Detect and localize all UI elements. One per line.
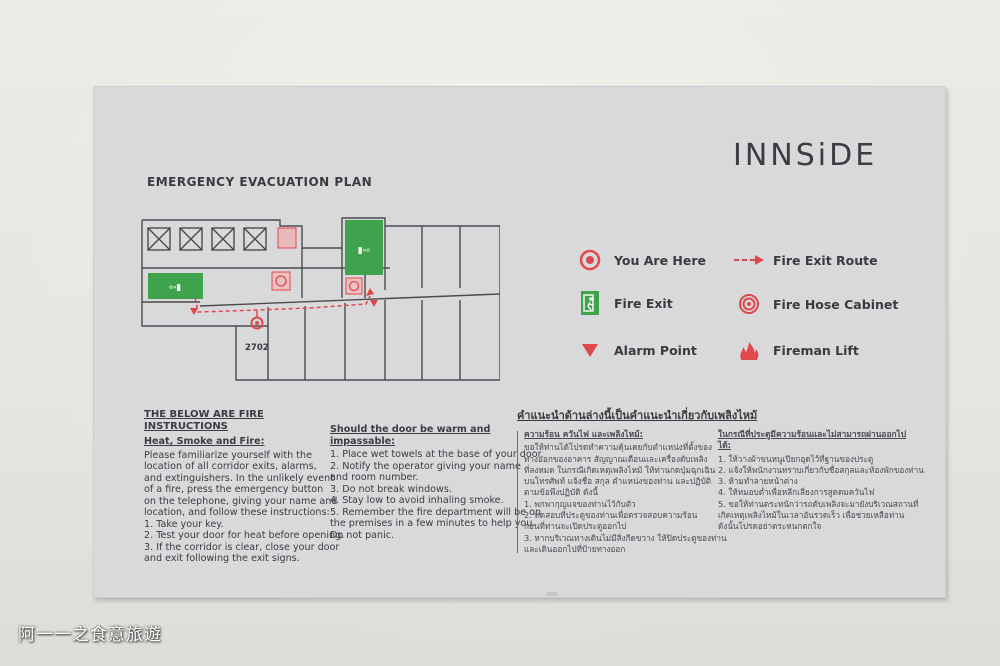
legend-label: Fireman Lift [773, 342, 859, 358]
alarm-point-marker [190, 308, 198, 315]
instruction-line: the premises in a few minutes to help yo… [330, 518, 536, 529]
legend-fire-exit-route: Fire Exit Route [733, 248, 878, 272]
thai-line: และเดินออกไปที่ป้ายทางออก [524, 543, 626, 554]
fire-exit-right [345, 220, 383, 275]
legend-alarm-point: Alarm Point [578, 338, 697, 362]
instruction-line: Please familiarize yourself with the [144, 449, 312, 461]
dashed-arrow-icon [733, 248, 765, 272]
room-number-label: 2702 [245, 343, 269, 353]
instruction-line: and exit following the exit signs. [144, 553, 300, 564]
thai-line: 2. แจ้งให้พนักงานทราบเกี่ยวกับชื่อสกุลแล… [718, 464, 924, 475]
door-warm-section: Should the door be warm and impassable: … [330, 424, 544, 541]
section-divider [517, 431, 518, 553]
hose-reel-icon [733, 292, 765, 316]
legend-fireman-lift: Fireman Lift [733, 338, 859, 362]
door-warm-title: Should the door be warm and impassable: [330, 424, 491, 447]
thai-instructions-title: คำแนะนำด้านล่างนี้เป็นคำแนะนำเกี่ยวกับเพ… [517, 409, 758, 422]
instruction-line: 1. Place wet towels at the base of your … [330, 449, 544, 460]
hose-cabinet-marker [271, 271, 291, 291]
heat-instructions-list: Please familiarize yourself with the loc… [144, 449, 345, 565]
floor-plan-diagram: ⇦▮ ▮⇨ 2702 [141, 217, 500, 381]
plan-outer-wall [141, 217, 500, 381]
instruction-line: 3. If the corridor is clear, close your … [144, 541, 340, 553]
thai-line: ก่อนที่ท่านจะเปิดประตูออกไป [524, 521, 627, 532]
photo-watermark: 阿一一之食意旅遊 [18, 625, 162, 645]
fire-exit-left [148, 273, 203, 299]
exit-running-man-icon [578, 291, 602, 315]
plan-title: EMERGENCY EVACUATION PLAN [147, 175, 373, 189]
svg-text:⇦▮: ⇦▮ [169, 283, 182, 293]
legend-label: You Are Here [614, 252, 706, 268]
hose-cabinet-marker-2 [345, 277, 363, 295]
instruction-line: 4. Stay low to avoid inhaling smoke. [330, 495, 504, 506]
thai-left-section: ความร้อน ควันไฟ และเพลิงไหม้: ขอให้ท่านไ… [524, 429, 727, 555]
thai-line: 1. ให้วางผ้าขนหนูเปียกอุดไว้ที่ฐานของประ… [718, 453, 874, 464]
legend-fire-hose-cabinet: Fire Hose Cabinet [733, 292, 898, 316]
thai-line: 3. หากบริเวณทางเดินไม่มีสิ่งกีดขวาง ให้ป… [524, 532, 727, 543]
thai-line: บนโทรศัพท์ แจ้งชื่อ สกุล ตำแหน่งของท่าน … [524, 476, 712, 487]
legend-label: Fire Exit Route [773, 252, 878, 268]
fireman-flame-icon [733, 338, 765, 362]
legend-fire-exit: Fire Exit [578, 291, 673, 315]
thai-right-title: ในกรณีที่ประตูมีความร้อนและไม่สามารถผ่าน… [718, 429, 907, 451]
fire-instructions-section: THE BELOW ARE FIRE INSTRUCTIONS Heat, Sm… [144, 409, 345, 565]
instruction-line: location, and follow these instructions: [144, 507, 330, 518]
instruction-line: 2. Notify the operator giving your name [330, 460, 521, 472]
evacuation-sign: INNSiDE EMERGENCY EVACUATION PLAN [93, 86, 946, 598]
thai-line: ที่ลงหมด ในกรณีเกิดเหตุเพลิงไหม้ ให้ท่าน… [524, 464, 716, 475]
instruction-line: 2. Test your door for heat before openin… [144, 530, 345, 541]
instruction-line: Do not panic. [330, 529, 395, 541]
thai-line: ขอให้ท่านได้โปรดทำความคุ้นเคยกับตำแหน่งท… [524, 442, 713, 453]
thai-line: ตามข้อพึงปฏิบัติ ดังนี้ [524, 487, 598, 498]
thai-line: 2. ทดสอบที่ประตูของท่านเพื่อตรวจสอบความร… [524, 510, 698, 521]
legend-label: Alarm Point [614, 342, 697, 358]
thai-line: เกิดเหตุเพลิงไหม้ในเวลาอันรวดเร็ว เพื่อช… [718, 510, 905, 521]
thai-line: 1. พกพากุญแจของท่านไว้กับตัว [524, 498, 636, 509]
instruction-line: 3. Do not break windows. [330, 483, 452, 495]
legend-label: Fire Hose Cabinet [773, 296, 899, 312]
legend-label: Fire Exit [614, 295, 673, 311]
mounting-pin [546, 592, 558, 596]
brand-logo: INNSiDE [733, 138, 878, 173]
thai-line: 4. ให้หมอบต่ำเพื่อหลีกเลี่ยงการสูดดมควัน… [718, 487, 875, 498]
target-icon [578, 248, 602, 272]
fireman-lift-marker [277, 227, 297, 249]
you-are-here-marker [250, 316, 264, 330]
instruction-line: location of all corridor exits, alarms, [144, 461, 317, 472]
svg-text:▮⇨: ▮⇨ [358, 246, 371, 256]
instruction-line: 5. Remember the fire department will be … [330, 506, 542, 518]
heat-smoke-fire-title: Heat, Smoke and Fire: [144, 436, 265, 447]
legend-you-are-here: You Are Here [578, 248, 706, 272]
thai-line: ทางออกของอาคาร สัญญาณเตือนและเครื่องดับเ… [524, 453, 708, 464]
instruction-line: and extinguishers. In the unlikely event [144, 472, 334, 484]
alarm-point-marker-2 [370, 300, 378, 307]
thai-line: ดังนั้นโปรดอย่าตระหนกตกใจ [718, 521, 822, 532]
thai-line: 3. ห้ามทำลายหน้าต่าง [718, 476, 798, 487]
thai-right-section: ในกรณีที่ประตูมีความร้อนและไม่สามารถผ่าน… [718, 429, 924, 533]
thai-line: 5. ขอให้ท่านตระหนักว่ารถดับเพลิงจะมายังบ… [718, 498, 919, 509]
instruction-line: 1. Take your key. [144, 518, 224, 530]
thai-left-title: ความร้อน ควันไฟ และเพลิงไหม้: [524, 429, 644, 439]
instruction-line: of a fire, press the emergency button [144, 484, 324, 495]
evacuation-route-line [194, 295, 371, 313]
instruction-line: on the telephone, giving your name and [144, 495, 338, 507]
instruction-line: and room number. [330, 472, 419, 483]
door-instructions-list: 1. Place wet towels at the base of your … [330, 449, 544, 541]
fire-instructions-title: THE BELOW ARE FIRE INSTRUCTIONS [144, 409, 264, 432]
alarm-triangle-icon [578, 338, 602, 362]
